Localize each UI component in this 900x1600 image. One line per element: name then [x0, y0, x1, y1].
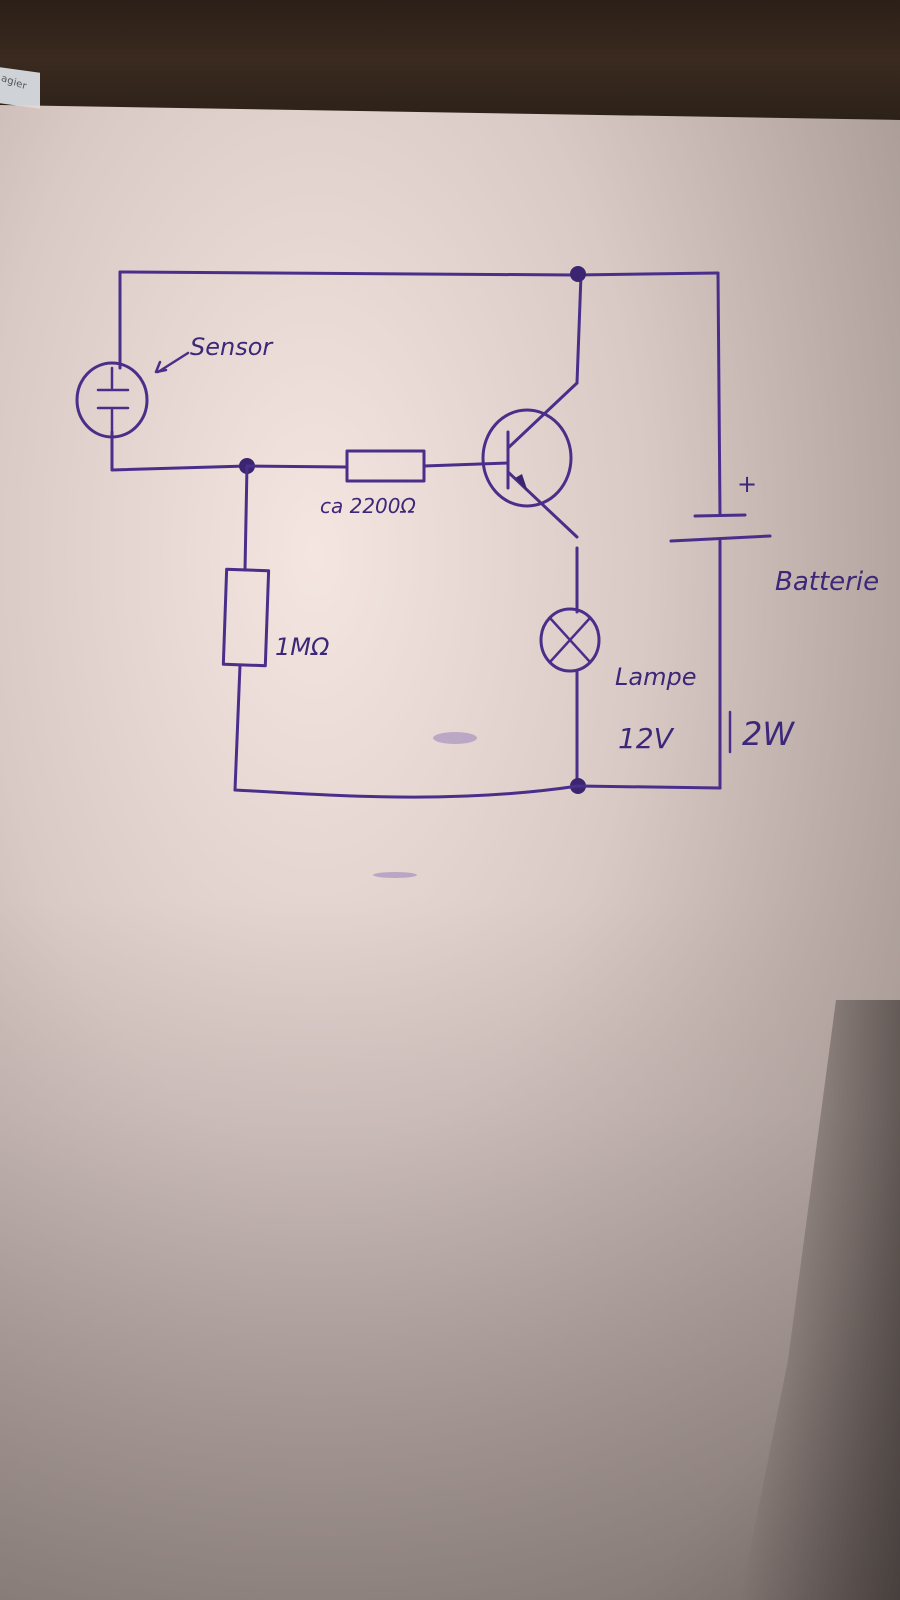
ink-smudge [433, 732, 477, 744]
battery-plate-long [669, 534, 772, 543]
paper-fold-shadow [0, 900, 900, 1600]
wire-sensor-base [110, 430, 249, 472]
label-lamp: Lampe [615, 663, 696, 691]
wire-divider-upper [243, 464, 249, 572]
label-lamp-voltage: 12V [618, 722, 675, 755]
node-top [570, 266, 586, 282]
sensor-arrow [156, 351, 190, 374]
wire-to-base [422, 461, 510, 468]
wire-top [118, 270, 720, 277]
transistor-symbol [481, 381, 579, 539]
label-resistor-base: ca 2200Ω [320, 494, 417, 518]
sensor-symbol [75, 361, 149, 439]
wire-bottom-left [233, 784, 580, 799]
resistor-base [345, 449, 426, 483]
wire-divider-lower [233, 663, 242, 792]
wire-collector [575, 273, 583, 385]
label-battery-plus: + [737, 470, 757, 498]
battery-plate-short [693, 513, 747, 518]
wire-to-resistor [245, 464, 349, 469]
ink-smudge [373, 872, 417, 878]
label-resistor-divider: 1MΩ [275, 633, 330, 661]
label-lamp-power: 2W [742, 715, 795, 753]
label-battery: Batterie [775, 567, 879, 597]
lamp-symbol [539, 607, 601, 673]
wire-right-upper [716, 271, 722, 517]
wire-bottom-right [576, 784, 722, 790]
label-sensor: Sensor [190, 333, 274, 361]
resistor-divider [221, 567, 271, 668]
